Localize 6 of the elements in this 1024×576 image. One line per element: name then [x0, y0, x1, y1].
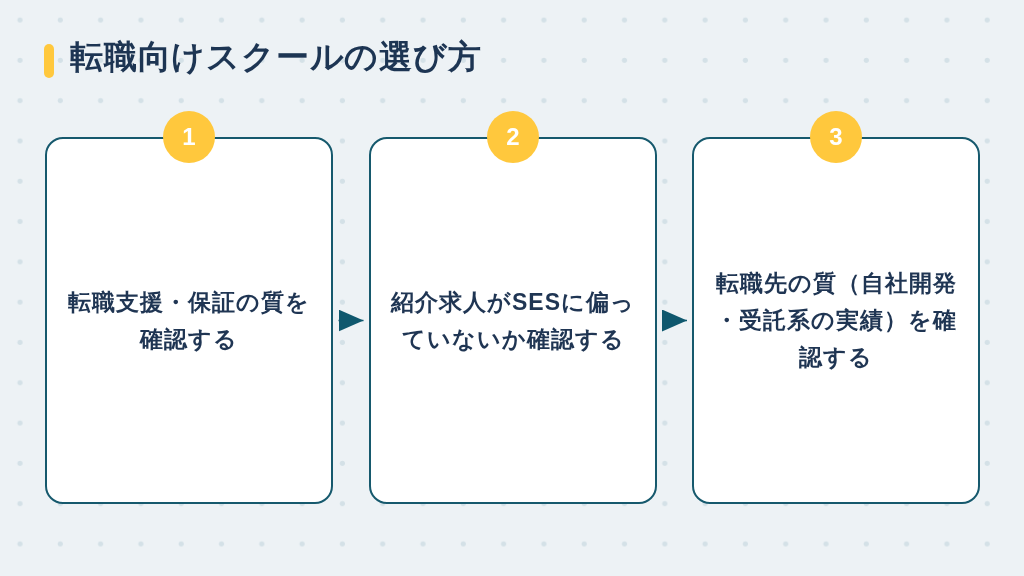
step-text: 転職支援・保証の質を確認する	[67, 287, 311, 354]
arrow	[661, 309, 688, 332]
step-text: 転職先の質（自社開発・受託系の実績）を確認する	[714, 269, 958, 372]
title: 転職向けスクールの選び方	[70, 37, 482, 77]
arrow	[337, 309, 365, 332]
step-text: 紹介求人がSESに偏っていないか確認する	[389, 287, 636, 354]
